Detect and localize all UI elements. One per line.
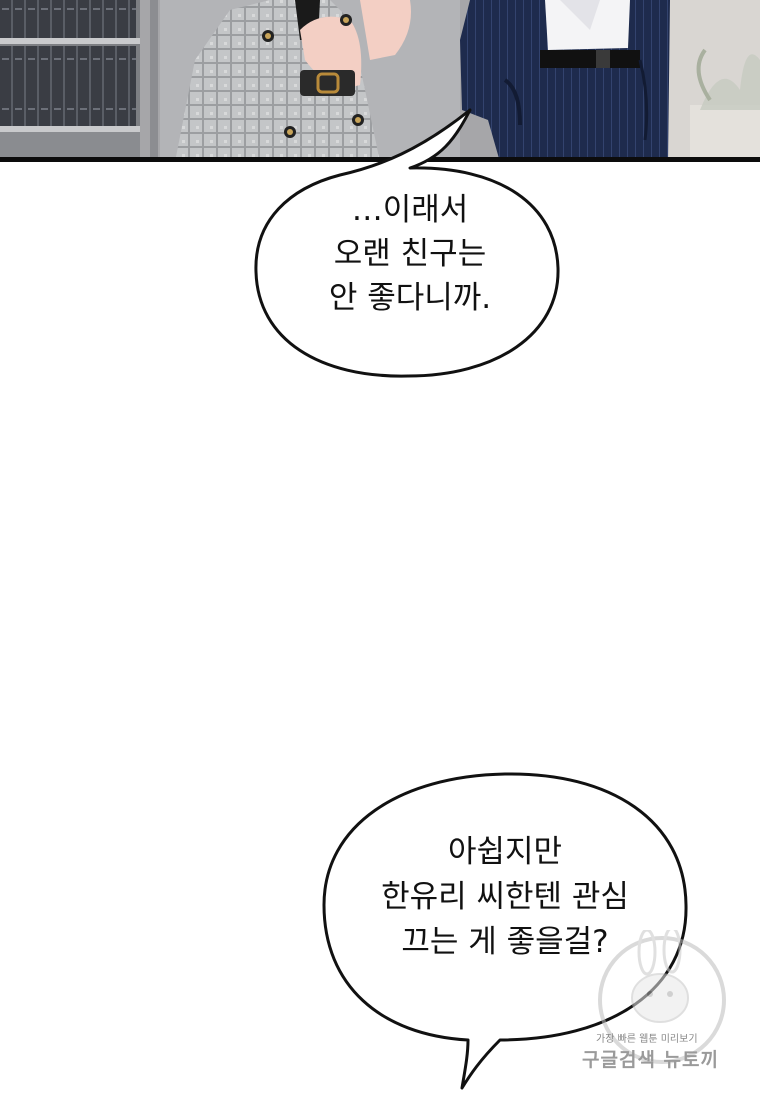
watermark-rabbit-logo xyxy=(598,930,726,1064)
speech-bubble-2-text: 아쉽지만 한유리 씨한텐 관심 끄는 게 좋을걸? xyxy=(330,830,680,965)
bubble-line: 아쉽지만 xyxy=(447,834,563,870)
panel-border xyxy=(0,157,760,162)
watermark-title: 구글검색 뉴토끼 xyxy=(582,1049,719,1071)
bubble-line: 안 좋다니까. xyxy=(328,280,492,316)
plant xyxy=(700,54,760,110)
bubble-line: …이래서 xyxy=(351,192,469,228)
bubble-line: 한유리 씨한텐 관심 xyxy=(381,879,629,915)
comic-panel-top xyxy=(0,0,760,162)
watermark-caption: 가장 빠른 웹툰 미리보기 xyxy=(596,1034,698,1045)
bubble-line: 끄는 게 좋을걸? xyxy=(401,924,609,960)
speech-bubble-1-text: …이래서 오랜 친구는 안 좋다니까. xyxy=(260,188,560,320)
panel-illustration xyxy=(0,0,760,162)
bubble-line: 오랜 친구는 xyxy=(333,236,487,272)
